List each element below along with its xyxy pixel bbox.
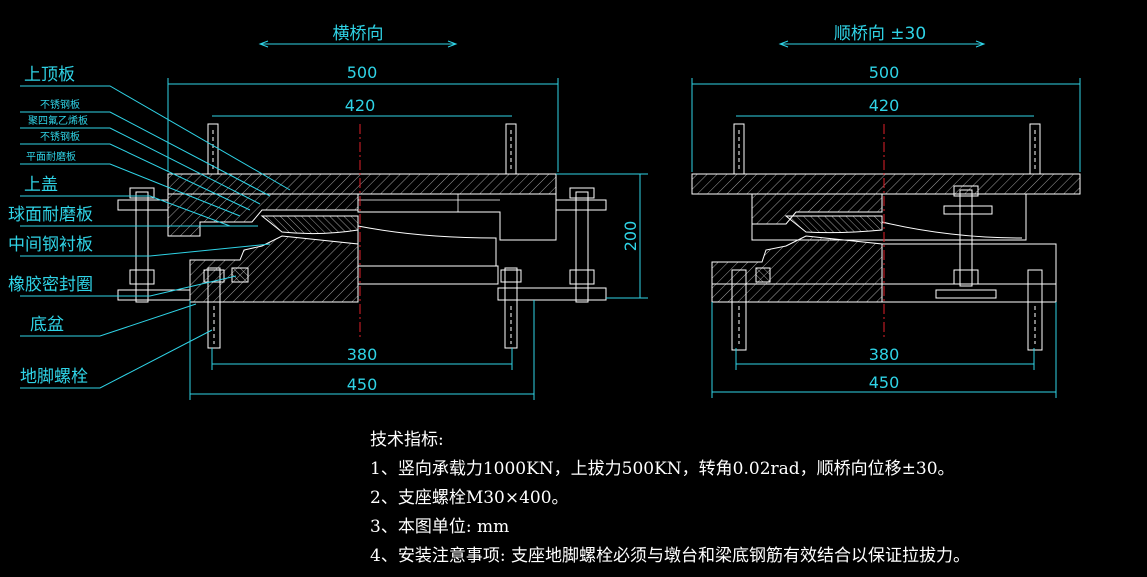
anchor-bolts-bottom-left: [203, 267, 522, 349]
note-item: 3、本图单位: mm: [370, 517, 510, 537]
dim-420-right-label: 420: [869, 96, 900, 115]
dim-500-right-label: 500: [869, 63, 900, 82]
label-middle-liner: 中间钢衬板: [8, 235, 93, 255]
dim-450-left-label: 450: [347, 375, 378, 394]
bottom-pot-right: [711, 235, 883, 303]
dim-420-left-label: 420: [345, 96, 376, 115]
leader-lines: [20, 85, 291, 389]
dim-200: [556, 173, 648, 299]
transverse-view: 横桥向 500 420: [20, 24, 648, 400]
dim-200-label: 200: [621, 221, 640, 252]
label-spherical-plate: 球面耐磨板: [8, 205, 93, 225]
label-rubber-seal: 橡胶密封圈: [8, 275, 93, 295]
rubber-seal: [231, 267, 249, 283]
label-bottom-pot: 底盆: [30, 315, 64, 335]
label-flat-wear-plate: 平面耐磨板: [26, 150, 76, 163]
note-item: 1、竖向承载力1000KN，上拔力500KN，转角0.02rad，顺桥向位移±3…: [370, 459, 955, 479]
longitudinal-title: 顺桥向 ±30: [834, 24, 926, 44]
label-ptfe: 聚四氟乙烯板: [28, 114, 88, 127]
side-bolts-left: [129, 187, 595, 303]
label-stainless-2: 不锈钢板: [40, 130, 80, 143]
dim-380-left-label: 380: [347, 345, 378, 364]
dim-450-right-label: 450: [869, 373, 900, 392]
note-item: 2、支座螺栓M30×400。: [370, 488, 569, 508]
spherical-plate: [260, 215, 359, 235]
dim-380-right-label: 380: [869, 345, 900, 364]
label-upper-cover: 上盖: [24, 175, 58, 195]
notes-heading: 技术指标:: [370, 430, 444, 450]
note-item: 4、安装注意事项: 支座地脚螺栓必须与墩台和梁底钢筋有效结合以保证拉拔力。: [370, 546, 970, 566]
dim-380-left: [211, 348, 513, 370]
top-plate-right: [691, 173, 1081, 195]
part-labels: 上顶板 不锈钢板 聚四氟乙烯板 不锈钢板 平面耐磨板 上盖 球面耐磨板 中间钢衬…: [8, 65, 93, 387]
label-stainless-1: 不锈钢板: [40, 98, 80, 111]
dim-500-right: [691, 78, 1081, 172]
dims-bottom-right: [711, 302, 1057, 398]
dim-450-left: [189, 300, 535, 400]
longitudinal-view: 顺桥向 ±30 500 420: [691, 24, 1081, 398]
anchor-bolts-top-left: [207, 123, 517, 175]
dim-500-left-label: 500: [347, 63, 378, 82]
label-top-plate: 上顶板: [24, 65, 75, 85]
label-anchor-bolt: 地脚螺栓: [20, 367, 88, 387]
bottom-pot: [189, 235, 359, 303]
technical-notes: 技术指标: 1、竖向承载力1000KN，上拔力500KN，转角0.02rad，顺…: [370, 426, 970, 571]
transverse-title: 横桥向: [333, 24, 384, 44]
top-plate: [167, 173, 557, 195]
dim-500-left: [167, 78, 559, 172]
bolts-right: [731, 123, 1043, 351]
